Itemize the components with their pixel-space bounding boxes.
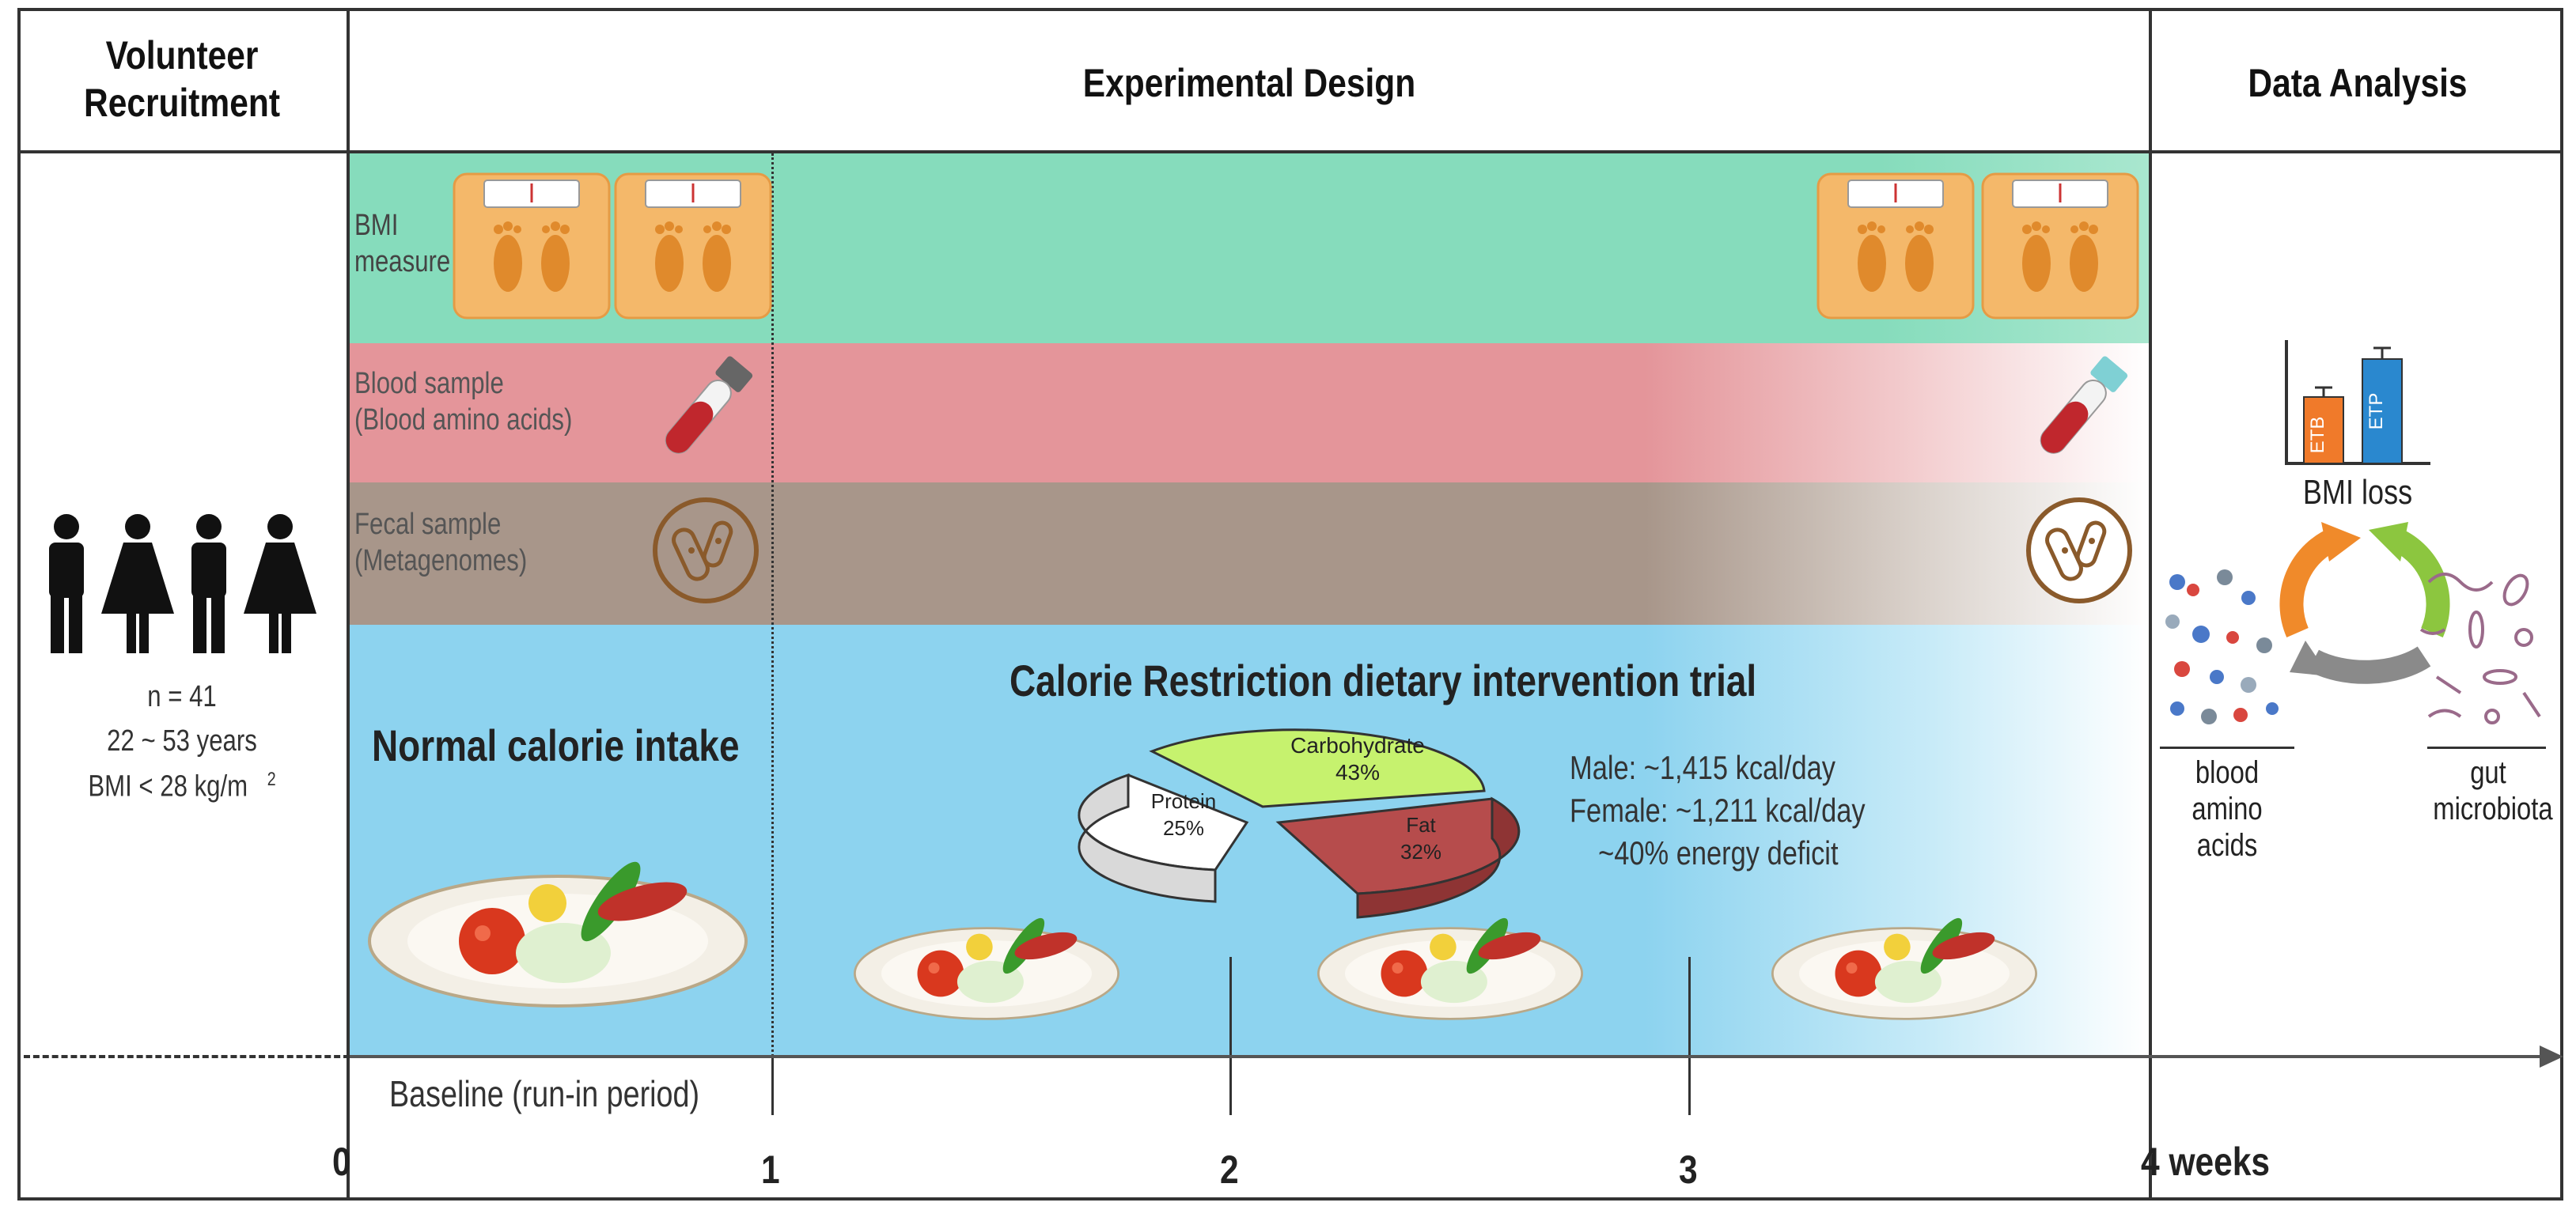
header-design: Experimental Design (1082, 61, 1416, 105)
pie-protein-label: Protein (1151, 789, 1216, 813)
blood-amino-acids-label: blood amino acids (2191, 755, 2263, 863)
blood-band (350, 343, 2149, 482)
macronutrient-pie: Carbohydrate 43% Protein 25% Fat 32% (1078, 728, 1521, 919)
week3-tick (1688, 957, 1691, 1115)
axis-arrow-icon (2540, 1046, 2563, 1068)
bmi-loss-label: BMI loss (2302, 473, 2413, 512)
tick-1: 1 (761, 1148, 780, 1192)
week2-tick (1229, 957, 1232, 1115)
pie-protein-pct: 25% (1163, 816, 1204, 840)
amino-acid-molecules-icon (2165, 569, 2279, 724)
pie-carb-pct: 43% (1335, 760, 1380, 785)
cr-kcal-info: Male: ~1,415 kcal/day Female: ~1,211 kca… (1570, 749, 1866, 872)
food-plate-icon (368, 861, 748, 1008)
bar-chart-icon: ETB ETP (2285, 340, 2430, 465)
column-divider-right (2149, 8, 2152, 1201)
volunteer-age: 22 ~ 53 years (107, 724, 257, 758)
scale-icon (1816, 172, 1975, 320)
bacteria-icon (2026, 497, 2132, 603)
header-recruitment: Volunteer Recruitment (84, 33, 280, 125)
week0-tick (347, 1057, 350, 1115)
gut-underline (2427, 747, 2546, 749)
etp-label: ETP (2366, 393, 2387, 430)
pie-protein-side (1078, 773, 1217, 903)
header-divider (17, 150, 2563, 153)
etb-label: ETB (2307, 417, 2328, 454)
tick-0: 0 (332, 1140, 351, 1184)
column-divider-left (347, 8, 350, 1201)
scale-icon (614, 172, 772, 320)
pie-carb-slice (1149, 728, 1486, 808)
scale-icon (1981, 172, 2139, 320)
etp-bar (2362, 358, 2403, 464)
week1-tick (771, 1057, 774, 1115)
tick-3: 3 (1679, 1148, 1698, 1192)
fecal-row-label: Fecal sample(Metagenomes) (354, 508, 528, 577)
bacteria-icon (653, 497, 759, 603)
header-analysis: Data Analysis (2248, 61, 2468, 105)
cycle-arrows-icon (2279, 522, 2450, 684)
cr-trial-title: Calorie Restriction dietary intervention… (1010, 656, 1757, 705)
volunteers-icon (49, 514, 316, 653)
food-plate-icon (1771, 917, 2037, 1020)
fecal-band (350, 482, 2149, 625)
food-plate-icon (854, 917, 1119, 1020)
gut-microbiota-label: gut microbiota (2433, 755, 2553, 826)
blood-row-label: Blood sample(Blood amino acids) (354, 367, 573, 437)
blood-tube-icon (665, 356, 753, 454)
blood-underline (2160, 747, 2294, 749)
blood-tube-icon (2040, 356, 2128, 454)
recruitment-dashed-line (24, 1055, 350, 1058)
scale-icon (453, 172, 611, 320)
timeline-axis (350, 1055, 2544, 1058)
normal-intake-label: Normal calorie intake (372, 720, 740, 770)
tick-4-weeks: 4 weeks (2141, 1140, 2271, 1184)
pie-fat-side (1356, 796, 1521, 919)
pie-fat-pct: 32% (1400, 840, 1441, 864)
gut-microbiota-icon (2419, 573, 2541, 724)
food-plate-icon (1317, 917, 1583, 1020)
tick-2: 2 (1220, 1148, 1239, 1192)
pie-fat-label: Fat (1406, 813, 1436, 837)
week1-dotted-line (771, 153, 774, 1057)
volunteer-count: n = 41 (147, 680, 217, 713)
baseline-label: Baseline (run-in period) (389, 1073, 700, 1114)
etb-bar (2303, 396, 2344, 464)
pie-carb-label: Carbohydrate (1290, 733, 1425, 758)
